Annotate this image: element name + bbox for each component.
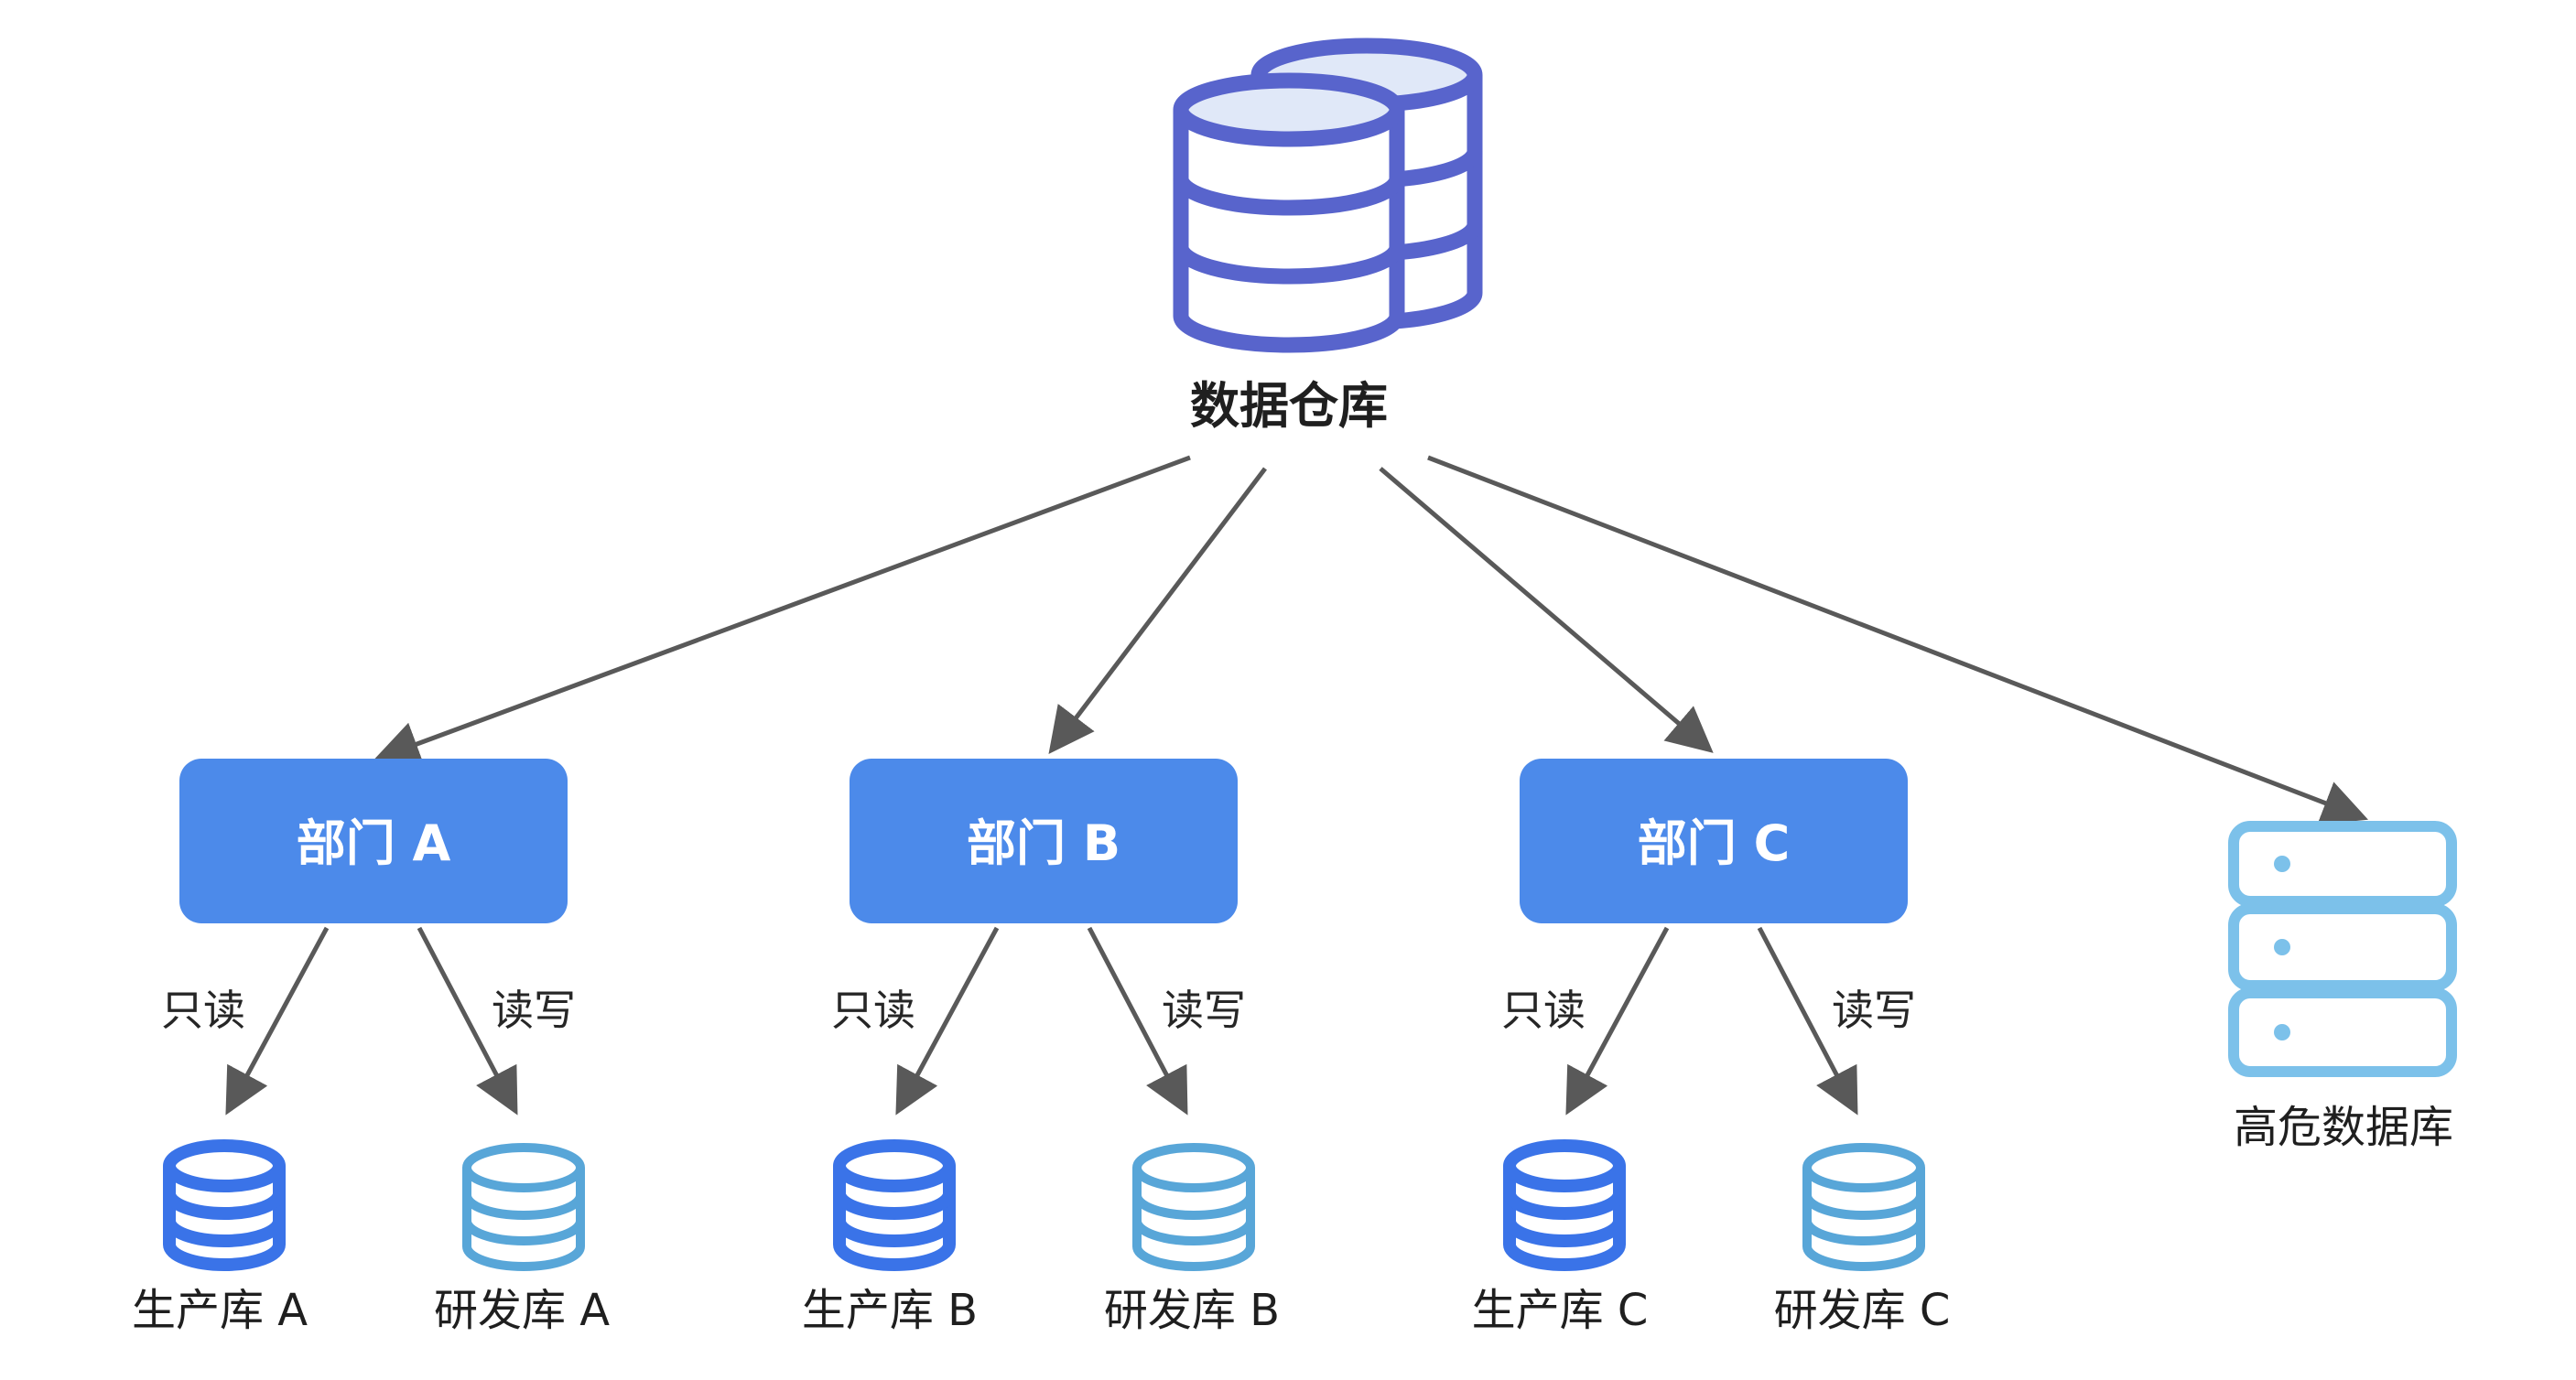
prod-db-c-icon bbox=[1503, 1139, 1626, 1271]
arrow-to-risk-db bbox=[1427, 455, 2368, 825]
department-a-box bbox=[179, 759, 568, 923]
prod-db-a-icon bbox=[163, 1139, 286, 1271]
warehouse-label: 数据仓库 bbox=[1190, 377, 1388, 435]
dev-db-a-label: 研发库 A bbox=[434, 1285, 610, 1336]
dev-db-b-label: 研发库 B bbox=[1104, 1285, 1280, 1336]
arrow-to-dept-b bbox=[1048, 467, 1267, 754]
dev-db-c-icon bbox=[1802, 1143, 1925, 1271]
prod-db-b-label: 生产库 B bbox=[802, 1285, 978, 1336]
arrow-b-readwrite bbox=[1087, 926, 1188, 1116]
server-rack-icon bbox=[2228, 821, 2457, 1077]
edge-label-a-readonly: 只读 bbox=[161, 986, 245, 1035]
arrow-a-readonly bbox=[225, 926, 330, 1116]
edge-label-c-readonly: 只读 bbox=[1501, 986, 1586, 1035]
department-a: 部门 A 只读 读写 生产库 A 研发库 A bbox=[132, 759, 610, 1336]
dev-db-b-icon bbox=[1132, 1143, 1255, 1271]
prod-db-c-label: 生产库 C bbox=[1472, 1285, 1649, 1336]
dev-db-a-icon bbox=[462, 1143, 585, 1271]
department-a-label: 部门 A bbox=[297, 814, 451, 872]
arrow-a-readwrite bbox=[417, 926, 518, 1116]
edge-label-b-readonly: 只读 bbox=[831, 986, 915, 1035]
department-c: 部门 C 只读 读写 生产库 C 研发库 C bbox=[1472, 759, 1951, 1336]
arrow-to-dept-c bbox=[1379, 467, 1714, 753]
arrow-b-readonly bbox=[895, 926, 1000, 1116]
department-b-label: 部门 B bbox=[967, 814, 1120, 872]
dev-db-c-label: 研发库 C bbox=[1774, 1285, 1951, 1336]
prod-db-b-icon bbox=[833, 1139, 956, 1271]
edge-label-b-readwrite: 读写 bbox=[1162, 986, 1246, 1035]
warehouse-arrows bbox=[373, 455, 2368, 825]
department-b: 部门 B 只读 读写 生产库 B 研发库 B bbox=[802, 759, 1280, 1336]
arrow-to-dept-a bbox=[373, 455, 1191, 766]
edge-label-c-readwrite: 读写 bbox=[1832, 986, 1916, 1035]
database-stack-icon bbox=[1173, 38, 1483, 353]
arrow-c-readwrite bbox=[1757, 926, 1858, 1116]
department-c-box bbox=[1520, 759, 1908, 923]
prod-db-a-label: 生产库 A bbox=[132, 1285, 308, 1336]
department-b-box bbox=[850, 759, 1238, 923]
edge-label-a-readwrite: 读写 bbox=[492, 986, 576, 1035]
department-c-label: 部门 C bbox=[1638, 814, 1790, 872]
arrow-c-readonly bbox=[1565, 926, 1670, 1116]
risk-db-label: 高危数据库 bbox=[2234, 1102, 2453, 1153]
